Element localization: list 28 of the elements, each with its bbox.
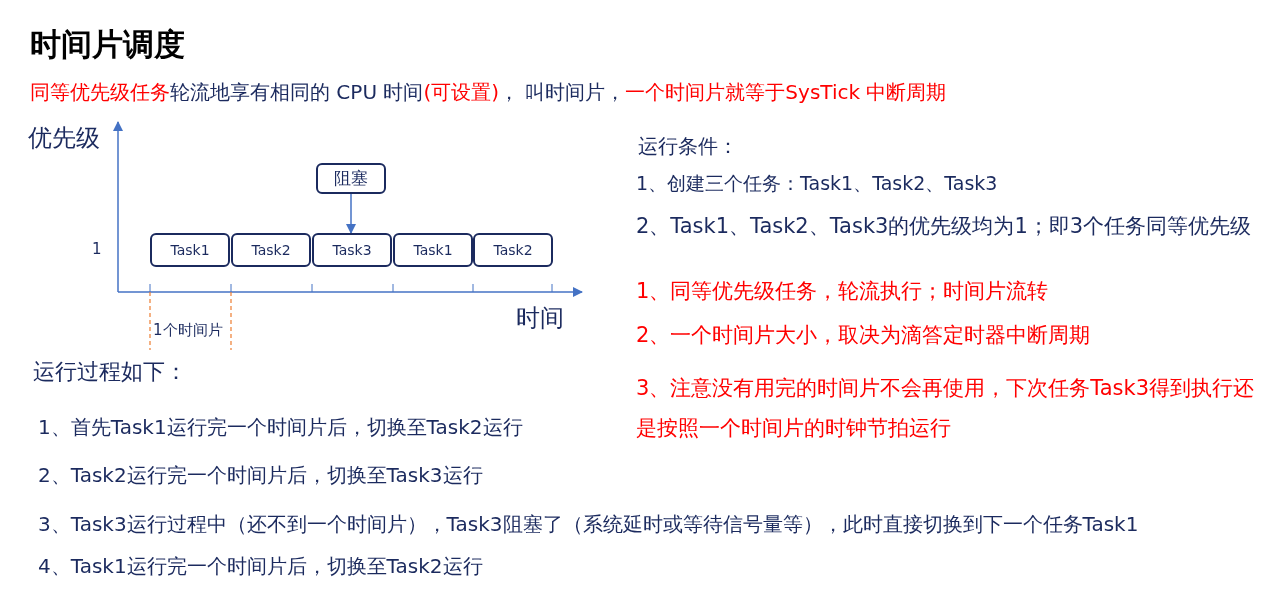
step-text: 4、Task1运行完一个时间片后，切换至Task2运行 [38,553,483,580]
condition-text: 1、创建三个任务：Task1、Task2、Task3 [636,171,998,196]
heading-text: 运行条件： [638,133,738,160]
title: 时间片调度 [30,25,185,64]
task-box: Task2 [473,233,553,267]
step-text: 1、首先Task1运行完一个时间片后，切换至Task2运行 [38,414,523,441]
axis-label: 时间 [516,303,564,334]
callout-box: 阻塞 [316,163,386,194]
task-box: Task1 [393,233,473,267]
subtitle-text: (可设置) [423,79,499,106]
step-text: 2、Task2运行完一个时间片后，切换至Task3运行 [38,462,483,489]
span-label: 1个时间片 [153,321,223,340]
subtitle-text: 一个时间片就等于SysTick 中断周期 [625,79,947,106]
task-box: Task1 [150,233,230,267]
condition-text: 2、Task1、Task2、Task3的优先级均为1；即3个任务同等优先级 [636,213,1252,240]
heading-text: 运行过程如下： [33,358,187,386]
axis-label: 优先级 [28,123,100,154]
step-text: 3、Task3运行过程中（还不到一个时间片），Task3阻塞了（系统延时或等待信号量等），此时直接切换到下一个任务Task1 [38,511,1139,538]
subtitle-text: 同等优先级任务 [30,79,170,106]
subtitle-text: ， 叫时间片， [499,79,626,106]
note-text: 1、同等优先级任务，轮流执行；时间片流转 [636,278,1049,305]
note-text: 2、一个时间片大小，取决为滴答定时器中断周期 [636,322,1091,349]
subtitle-text: 轮流地享有相同的 CPU 时间 [170,79,424,106]
note-text: 3、注意没有用完的时间片不会再使用，下次任务Task3得到执行还是按照一个时间片的时钟节拍运行 [636,375,1256,442]
arrow [346,193,356,234]
task-box: Task3 [312,233,392,267]
tick-label: 1 [92,240,102,258]
task-box: Task2 [231,233,311,267]
